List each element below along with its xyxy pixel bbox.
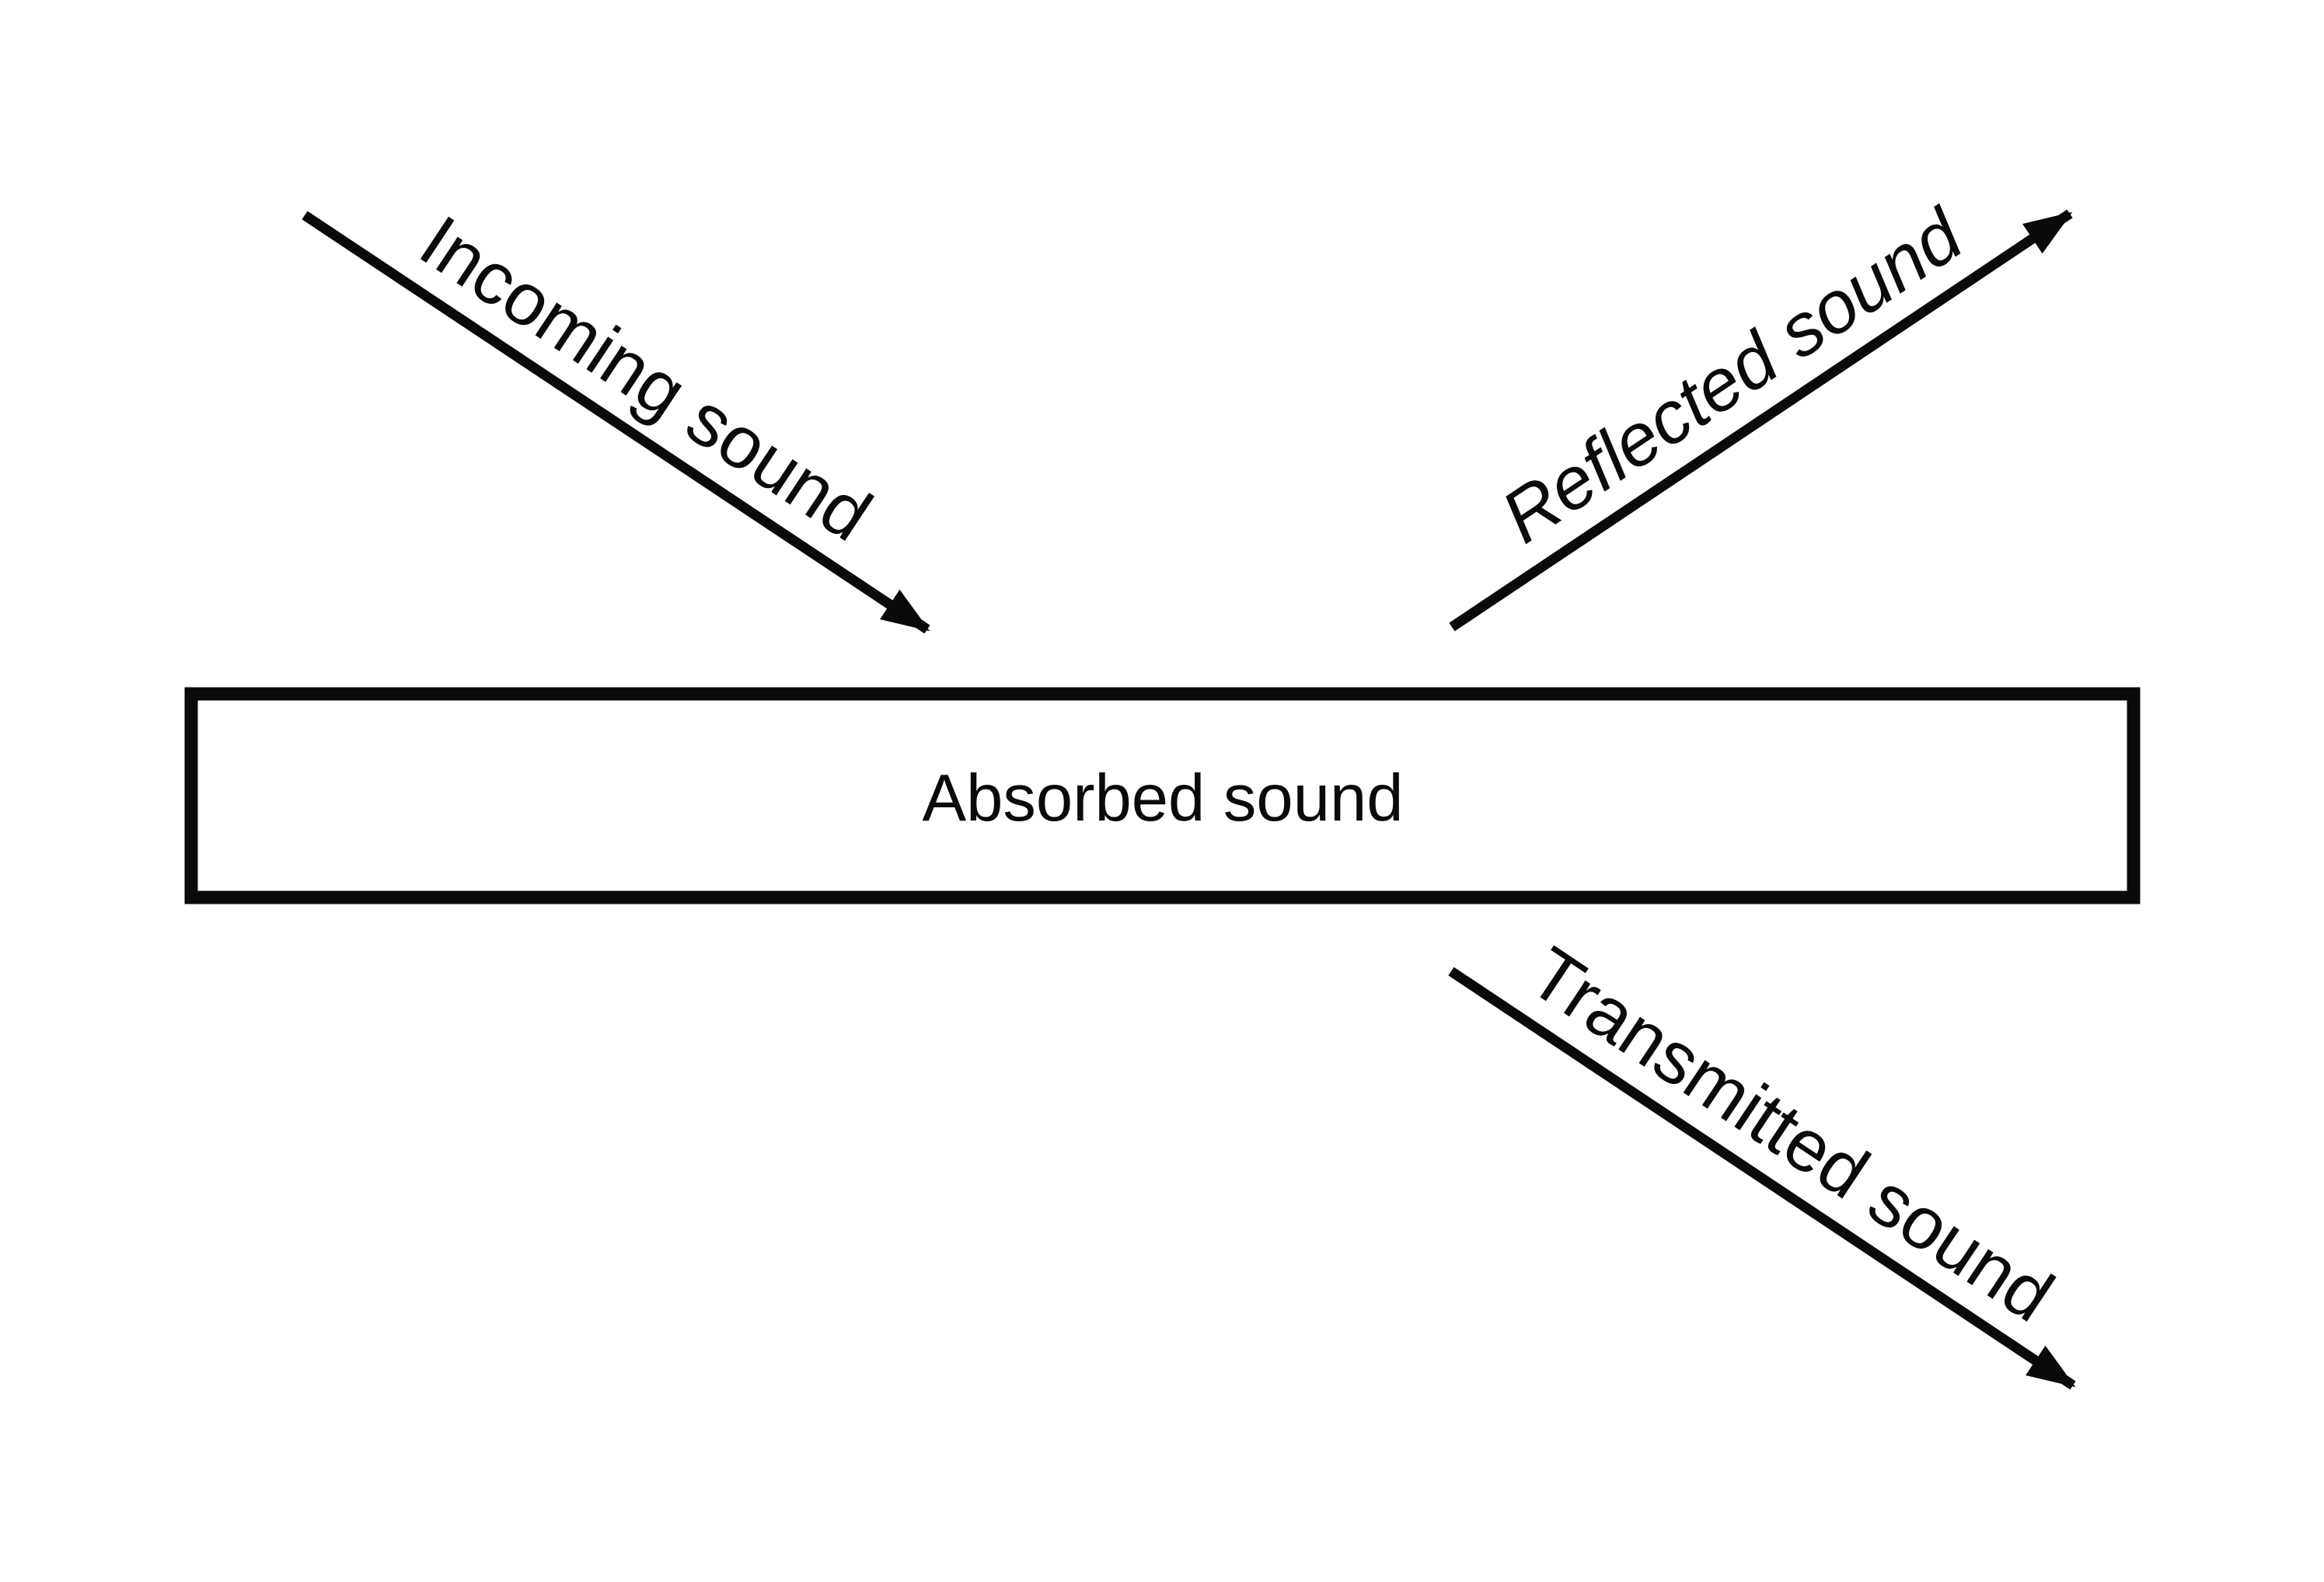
- incoming-sound-arrow: [302, 211, 930, 634]
- reflected-sound-arrow: [1449, 209, 2073, 632]
- incoming-sound-label: Incoming sound: [406, 200, 885, 557]
- transmitted-sound-arrow: [1448, 967, 2076, 1390]
- transmitted-sound-label: Transmitted sound: [1516, 932, 2068, 1338]
- reflected-sound-label: Reflected sound: [1487, 193, 1978, 559]
- absorber-panel: [184, 687, 2141, 904]
- absorbed-sound-label: Absorbed sound: [922, 761, 1403, 835]
